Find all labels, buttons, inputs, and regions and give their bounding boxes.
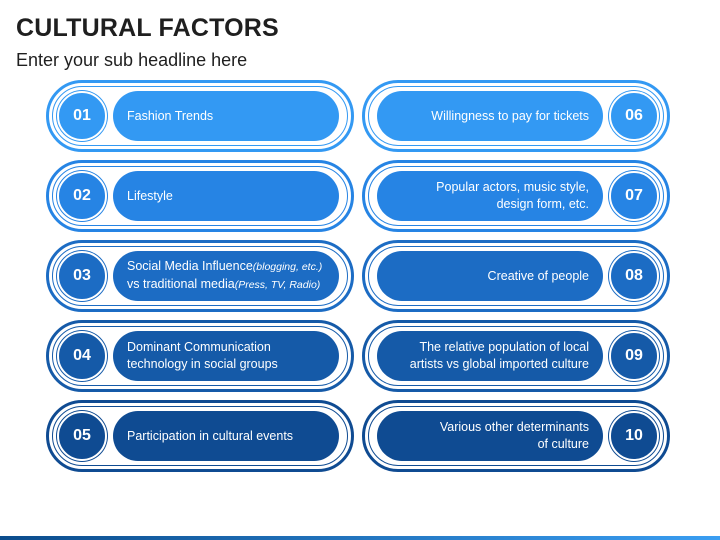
- footer-accent-bar: [0, 536, 720, 540]
- factor-number-badge: 10: [609, 411, 659, 461]
- factor-label-pill: Fashion Trends: [113, 91, 339, 141]
- factor-label-pill: Various other determinants of culture: [377, 411, 603, 461]
- factor-label-pill: Lifestyle: [113, 171, 339, 221]
- factor-label-line2: of culture: [537, 437, 589, 451]
- factor-label-line2: vs traditional media(Press, TV, Radio): [127, 276, 325, 294]
- factor-label-line1: Lifestyle: [127, 188, 173, 203]
- factor-label-line1: Fashion Trends: [127, 108, 214, 123]
- factor-number-badge: 07: [609, 171, 659, 221]
- factor-label-line1: The relative population of local: [419, 340, 589, 354]
- factor-label-line1: Dominant Communication: [127, 340, 271, 354]
- factor-label-line2: technology in social groups: [127, 357, 278, 371]
- factor-item-01: 01 Fashion Trends: [46, 80, 354, 152]
- factor-label-line2: artists vs global imported culture: [409, 357, 589, 371]
- factor-label-line1: Willingness to pay for tickets: [431, 108, 589, 123]
- factor-number-badge: 04: [57, 331, 107, 381]
- factor-number-badge: 01: [57, 91, 107, 141]
- factor-number-badge: 06: [609, 91, 659, 141]
- factor-label-pill: Social Media Influence(blogging, etc.) v…: [113, 251, 339, 301]
- factor-label-line1: Social Media Influence(blogging, etc.): [127, 258, 325, 276]
- factor-label-line1: Participation in cultural events: [127, 428, 294, 443]
- factor-label-line1: Popular actors, music style,: [436, 180, 589, 194]
- factor-label-pill: Creative of people: [377, 251, 603, 301]
- factor-item-05: 05 Participation in cultural events: [46, 400, 354, 472]
- factor-label-note: (blogging, etc.): [252, 261, 323, 273]
- factor-item-03: 03 Social Media Influence(blogging, etc.…: [46, 240, 354, 312]
- factor-item-07: Popular actors, music style, design form…: [362, 160, 670, 232]
- factor-item-10: Various other determinants of culture 10: [362, 400, 670, 472]
- factor-item-04: 04 Dominant Communication technology in …: [46, 320, 354, 392]
- factor-label-line1: Various other determinants: [439, 420, 589, 434]
- factor-number-badge: 02: [57, 171, 107, 221]
- page-subtitle: Enter your sub headline here: [16, 50, 248, 70]
- page-title: CULTURAL FACTORS: [16, 14, 279, 42]
- factor-item-08: Creative of people 08: [362, 240, 670, 312]
- factor-label-pill: Willingness to pay for tickets: [377, 91, 603, 141]
- factor-number-badge: 09: [609, 331, 659, 381]
- factor-label-pill: Dominant Communication technology in soc…: [113, 331, 339, 381]
- factor-label-pill: The relative population of local artists…: [377, 331, 603, 381]
- factor-item-02: 02 Lifestyle: [46, 160, 354, 232]
- factor-label-pill: Participation in cultural events: [113, 411, 339, 461]
- factor-label-line1: Creative of people: [487, 268, 589, 283]
- factor-number-badge: 08: [609, 251, 659, 301]
- factor-label-main: vs traditional media: [127, 277, 235, 291]
- factor-label-note: (Press, TV, Radio): [234, 279, 321, 291]
- factor-item-06: Willingness to pay for tickets 06: [362, 80, 670, 152]
- factor-number-badge: 05: [57, 411, 107, 461]
- factor-number-badge: 03: [57, 251, 107, 301]
- factor-label-pill: Popular actors, music style, design form…: [377, 171, 603, 221]
- factor-label-main: Social Media Influence: [127, 259, 253, 273]
- factor-item-09: The relative population of local artists…: [362, 320, 670, 392]
- factor-label-line2: design form, etc.: [496, 197, 589, 211]
